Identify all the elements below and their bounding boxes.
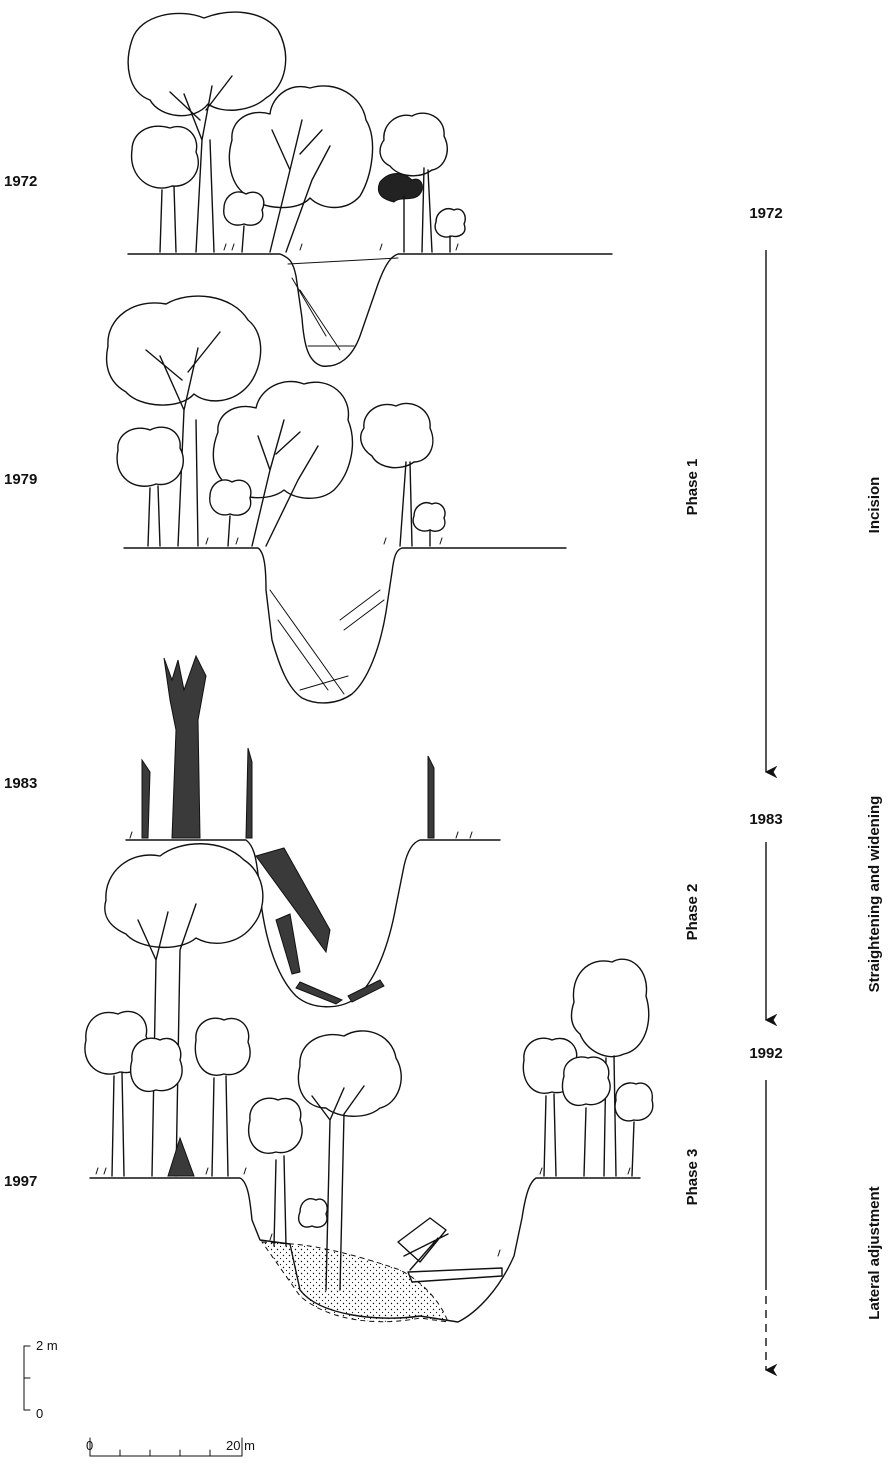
tree-canopy — [380, 113, 447, 176]
phase-label-1: Phase 1 — [684, 459, 701, 516]
year-label-1972: 1972 — [4, 173, 37, 190]
phase-label-2: Phase 2 — [684, 884, 701, 941]
year-label-1997: 1997 — [4, 1173, 37, 1190]
scale-bars: 2 m 0 0 20 m — [24, 1338, 255, 1456]
timeline: 1972 1983 1992 Phase 1 Phase 2 Phase 3 I… — [684, 205, 883, 1370]
tree-canopy — [128, 12, 285, 116]
vertical-scale-bottom: 0 — [36, 1406, 43, 1421]
year-label-1983: 1983 — [4, 775, 37, 792]
horizontal-scale-right: 20 m — [226, 1438, 255, 1453]
vertical-scale-top: 2 m — [36, 1338, 58, 1353]
tree-canopy — [298, 1031, 401, 1116]
tree-canopy — [572, 959, 649, 1056]
dead-trunk — [164, 656, 206, 838]
timeline-year-1972: 1972 — [749, 205, 782, 222]
horizontal-scale-bar — [90, 1438, 242, 1456]
tree-canopy — [107, 296, 261, 405]
panel-1979: 1979 — [4, 296, 566, 703]
process-label-incision: Incision — [866, 477, 883, 534]
panel-1997: 1997 — [4, 844, 653, 1322]
vertical-scale-bar — [24, 1346, 30, 1410]
tree-canopy — [105, 844, 263, 948]
process-label-lateral: Lateral adjustment — [866, 1186, 883, 1319]
process-label-widening: Straightening and widening — [866, 796, 883, 993]
panel-1972: 1972 — [4, 12, 612, 366]
phase-label-3: Phase 3 — [684, 1149, 701, 1206]
panel-1983: 1983 — [4, 656, 500, 1007]
horizontal-scale-left: 0 — [86, 1438, 93, 1453]
timeline-year-1983: 1983 — [749, 811, 782, 828]
year-label-1979: 1979 — [4, 471, 37, 488]
timeline-year-1992: 1992 — [749, 1045, 782, 1062]
tree-canopy — [361, 403, 433, 467]
